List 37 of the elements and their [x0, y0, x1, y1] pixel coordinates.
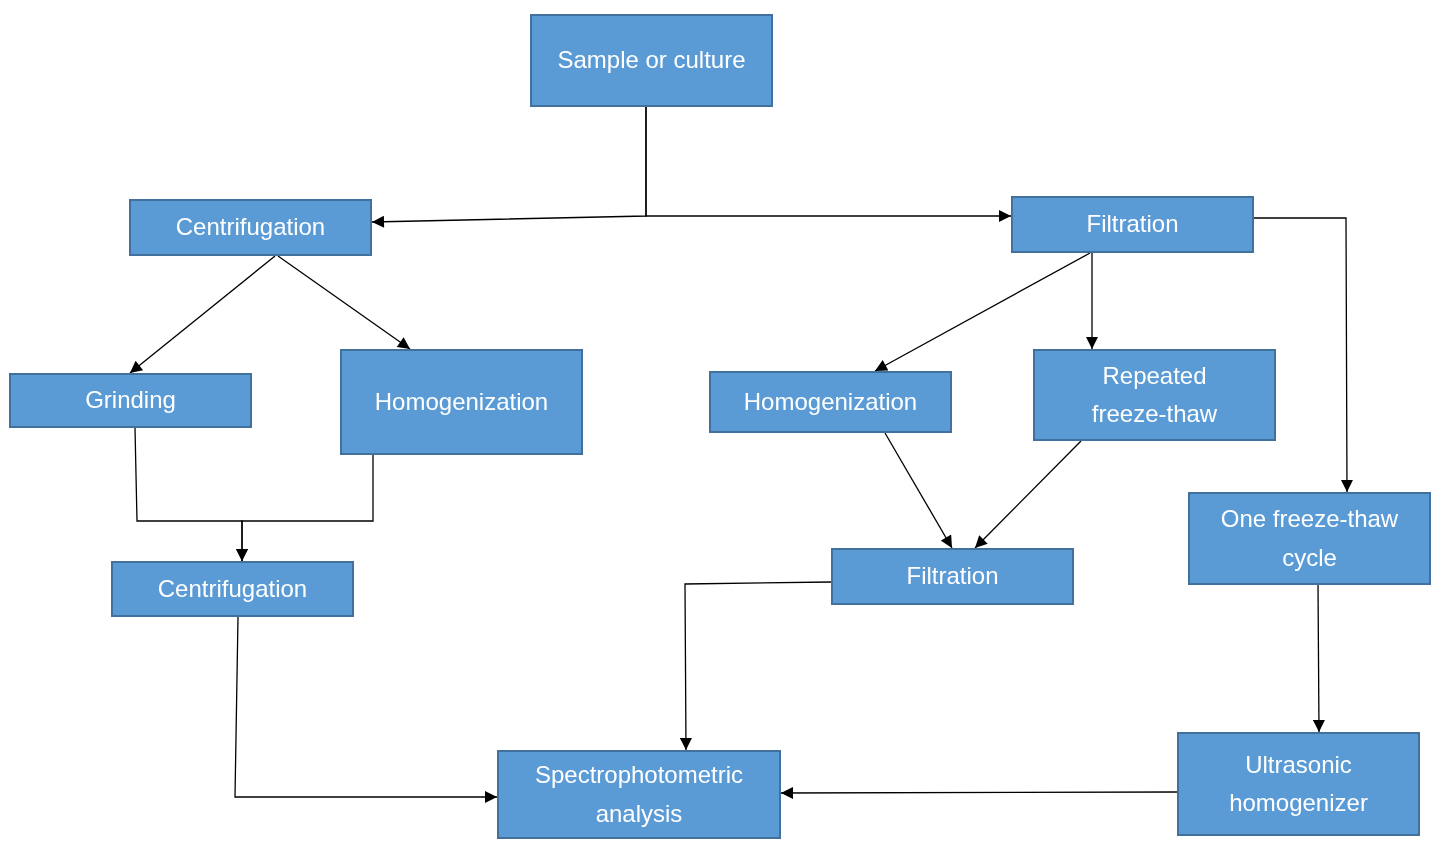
arrow: [1253, 217, 1353, 493]
box-label: Grinding: [85, 385, 176, 416]
process-box: [497, 750, 781, 839]
process-box: [530, 14, 773, 107]
box-label: Filtration: [1086, 209, 1179, 240]
process-box: [709, 371, 952, 433]
arrow: [236, 454, 374, 562]
process-box: [1011, 196, 1254, 253]
arrow: [679, 581, 832, 751]
process-box: [9, 373, 252, 428]
box-label: One freeze-thaw cycle: [1219, 504, 1400, 573]
box-label: Homogenization: [743, 386, 918, 417]
box-label: Repeated freeze-thaw: [1090, 360, 1219, 429]
arrow: [780, 786, 1178, 799]
box-label: Centrifugation: [157, 573, 308, 604]
process-box: [129, 199, 372, 256]
arrow: [1086, 252, 1098, 350]
arrow: [974, 440, 1082, 549]
arrow: [129, 255, 276, 374]
process-box: [340, 349, 583, 455]
arrow: [645, 106, 1012, 222]
process-box: [1188, 492, 1431, 585]
process-box: [111, 561, 354, 617]
box-label: Filtration: [906, 561, 999, 592]
arrow: [234, 616, 498, 803]
process-box: [1033, 349, 1276, 441]
process-box: [831, 548, 1074, 605]
box-label: Ultrasonic homogenizer: [1228, 749, 1369, 818]
box-label: Spectrophotometric analysis: [533, 760, 745, 829]
arrow: [874, 252, 1091, 372]
arrow: [277, 255, 411, 350]
box-label: Sample or culture: [557, 45, 746, 76]
process-box: [1177, 732, 1420, 836]
box-label: Homogenization: [374, 386, 549, 417]
arrow: [1312, 584, 1325, 733]
box-label: Centrifugation: [175, 212, 326, 243]
arrow: [884, 432, 953, 549]
